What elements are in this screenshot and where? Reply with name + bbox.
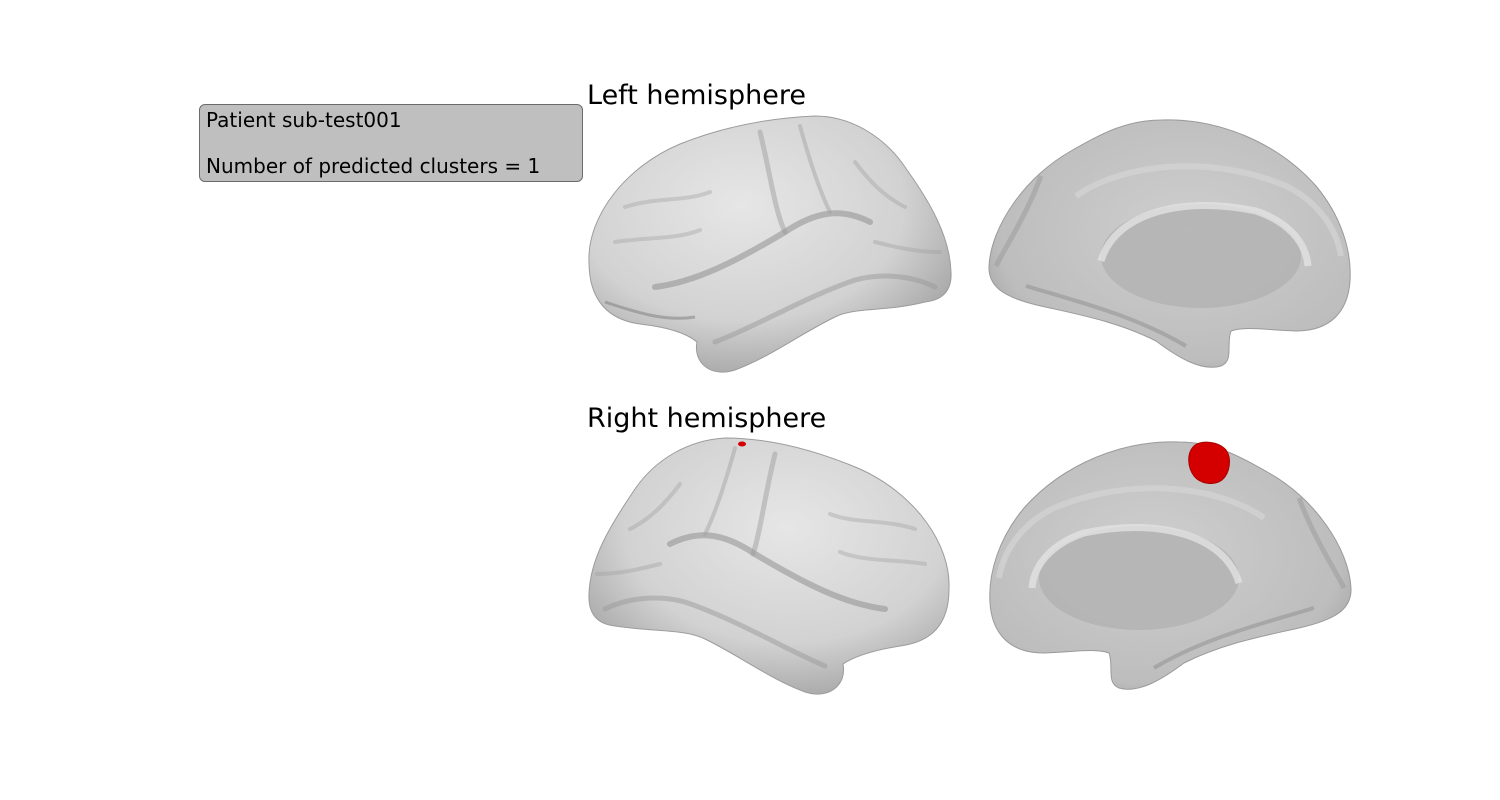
right-medial-brain-view [989,441,1352,690]
left-lateral-brain-view [588,115,952,373]
lesion-marker-lateral [738,441,746,447]
lesion-cluster-marker [1188,441,1230,484]
left-medial-brain-view [988,119,1351,368]
left-hemisphere-title: Left hemisphere [587,80,806,111]
cluster-count-text: Number of predicted clusters = 1 [206,154,541,178]
right-lateral-brain-view [588,437,950,695]
patient-id-text: Patient sub-test001 [206,108,402,132]
right-hemisphere-title: Right hemisphere [587,403,827,434]
patient-info-box: Patient sub-test001 Number of predicted … [199,104,583,182]
